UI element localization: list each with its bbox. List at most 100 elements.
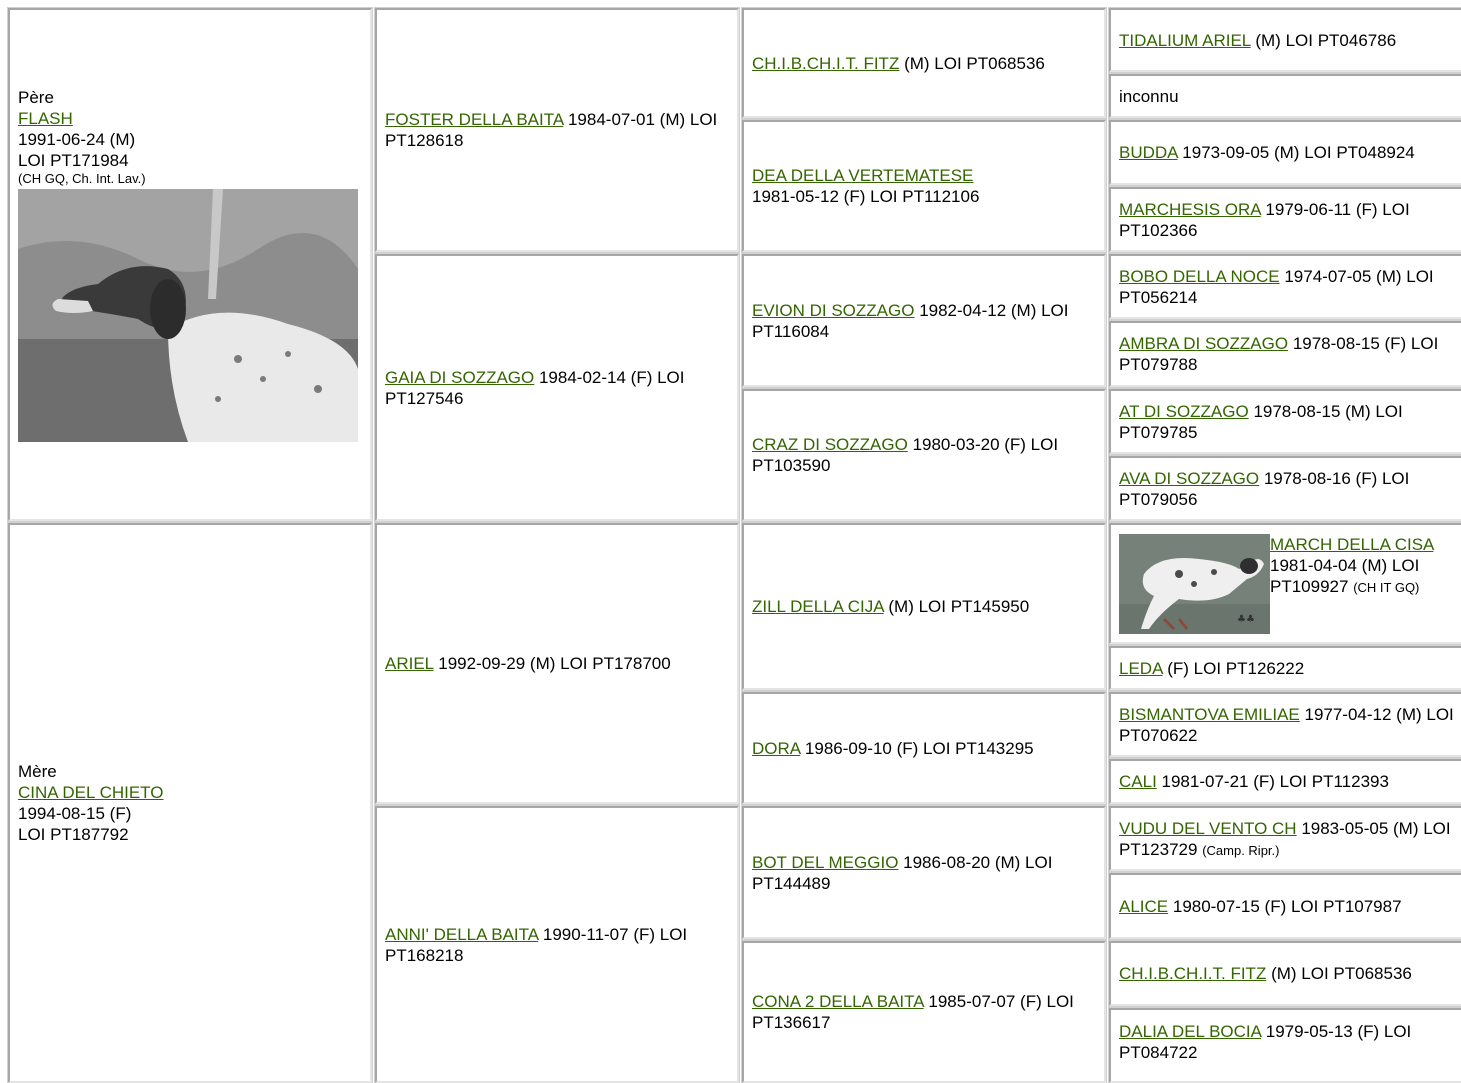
ancestor-cell: LEDA (F) LOI PT126222 (1108, 645, 1461, 691)
ancestor-details: 1977-04-12 (M) LOI PT070622 (1119, 704, 1454, 745)
great-grandparent-name-link[interactable]: ZILL DELLA CIJA (752, 597, 884, 616)
ancestor-cell: VUDU DEL VENTO CH 1983-05-05 (M) LOI PT1… (1108, 805, 1461, 872)
grandparent-details: 1984-07-01 (M) LOI PT128618 (385, 110, 718, 150)
grandparent-details: 1992-09-29 (M) LOI PT178700 (433, 654, 671, 673)
ancestor-unknown: inconnu (1119, 86, 1179, 106)
great-grandparent-details: 1980-03-20 (F) LOI PT103590 (752, 435, 1059, 475)
sire-name-link[interactable]: FLASH (18, 109, 73, 128)
ancestor-name-link[interactable]: AVA DI SOZZAGO (1119, 468, 1260, 488)
ancestor-details: 1981-04-04 (M) LOI PT109927 (1270, 556, 1420, 596)
great-grandparent-details: (M) LOI PT068536 (899, 53, 1045, 73)
ancestor-details: 1983-05-05 (M) LOI PT123729 (1119, 818, 1451, 859)
dog-photo-icon: ♣♣ (1119, 534, 1270, 634)
ancestor-details: 1978-08-15 (F) LOI PT079788 (1119, 334, 1439, 374)
sire-dog-photo (18, 189, 358, 442)
ancestor-name-link[interactable]: MARCH DELLA CISA (1270, 535, 1434, 554)
ancestor-details: 1979-06-11 (F) LOI PT102366 (1119, 199, 1410, 240)
ancestor-name-link[interactable]: ALICE (1119, 896, 1169, 916)
ancestor-cell: CH.I.B.CH.I.T. FITZ (M) LOI PT068536 (1108, 940, 1461, 1007)
ancestor-cell: BUDDA 1973-09-05 (M) LOI PT048924 (1108, 119, 1461, 186)
ancestor-cell: TIDALIUM ARIEL (M) LOI PT046786 (1108, 7, 1461, 73)
dam-cell: Mère CINA DEL CHIETO 1994-08-15 (F) LOI … (7, 522, 373, 1083)
ancestor-details: 1979-05-13 (F) LOI PT084722 (1119, 1022, 1412, 1062)
grandparent-cell: GAIA DI SOZZAGO 1984-02-14 (F) LOI PT127… (374, 253, 740, 522)
great-grandparent-cell: CRAZ DI SOZZAGO 1980-03-20 (F) LOI PT103… (741, 388, 1107, 522)
great-grandparent-name-link[interactable]: CONA 2 DELLA BAITA (752, 992, 924, 1011)
great-grandparent-cell: CONA 2 DELLA BAITA 1985-07-07 (F) LOI PT… (741, 940, 1107, 1083)
ancestor-name-link[interactable]: CH.I.B.CH.I.T. FITZ (1119, 964, 1267, 983)
grandparent-name-link[interactable]: GAIA DI SOZZAGO (385, 367, 535, 387)
great-grandparent-details: 1986-08-20 (M) LOI PT144489 (752, 852, 1053, 893)
ancestor-name-link[interactable]: DALIA DEL BOCIA (1119, 1022, 1262, 1041)
grandparent-cell: ARIEL 1992-09-29 (M) LOI PT178700 (374, 522, 740, 805)
dam-name-link[interactable]: CINA DEL CHIETO (18, 783, 164, 802)
ancestor-name-link[interactable]: LEDA (1119, 658, 1163, 678)
great-grandparent-details: 1981-05-12 (F) LOI PT112106 (752, 187, 980, 206)
great-grandparent-name-link[interactable]: BOT DEL MEGGIO (752, 852, 899, 872)
ancestor-name-link[interactable]: TIDALIUM ARIEL (1119, 30, 1251, 50)
grandparent-cell: ANNI' DELLA BAITA 1990-11-07 (F) LOI PT1… (374, 805, 740, 1083)
ancestor-cell: BISMANTOVA EMILIAE 1977-04-12 (M) LOI PT… (1108, 691, 1461, 758)
dam-date: 1994-08-15 (F) (18, 804, 132, 823)
ancestor-name-link[interactable]: VUDU DEL VENTO CH (1119, 818, 1297, 838)
sire-role-label: Père (18, 88, 54, 107)
ancestor-details: (F) LOI PT126222 (1162, 658, 1305, 678)
ancestor-name-link[interactable]: BOBO DELLA NOCE (1119, 266, 1280, 286)
ancestor-cell: AMBRA DI SOZZAGO 1978-08-15 (F) LOI PT07… (1108, 320, 1461, 388)
ancestor-cell: ♣♣ MARCH DELLA CISA 1981-04-04 (M) LOI P… (1108, 522, 1461, 645)
great-grandparent-name-link[interactable]: DORA (752, 738, 801, 758)
great-grandparent-cell: EVION DI SOZZAGO 1982-04-12 (M) LOI PT11… (741, 253, 1107, 388)
great-grandparent-details: (M) LOI PT145950 (883, 597, 1030, 616)
ancestor-dog-photo: ♣♣ (1119, 534, 1270, 634)
great-grandparent-name-link[interactable]: EVION DI SOZZAGO (752, 300, 915, 320)
dog-photo-icon (18, 189, 358, 442)
grandparent-name-link[interactable]: FOSTER DELLA BAITA (385, 110, 564, 129)
dam-role-label: Mère (18, 762, 57, 781)
grandparent-name-link[interactable]: ANNI' DELLA BAITA (385, 924, 539, 944)
ancestor-name-link[interactable]: BUDDA (1119, 143, 1178, 162)
ancestor-cell: inconnu (1108, 73, 1461, 119)
great-grandparent-cell: DEA DELLA VERTEMATESE 1981-05-12 (F) LOI… (741, 119, 1107, 253)
ancestor-cell: AT DI SOZZAGO 1978-08-15 (M) LOI PT07978… (1108, 388, 1461, 455)
great-grandparent-name-link[interactable]: CH.I.B.CH.I.T. FITZ (752, 53, 900, 73)
ancestor-name-link[interactable]: AT DI SOZZAGO (1119, 401, 1249, 421)
great-grandparent-cell: ZILL DELLA CIJA (M) LOI PT145950 (741, 522, 1107, 691)
ancestor-details: 1980-07-15 (F) LOI PT107987 (1168, 896, 1402, 916)
dam-loi: LOI PT187792 (18, 825, 129, 844)
ancestor-cell: AVA DI SOZZAGO 1978-08-16 (F) LOI PT0790… (1108, 455, 1461, 522)
ancestor-cell: CALI 1981-07-21 (F) LOI PT112393 (1108, 758, 1461, 805)
sire-titles: (CH GQ, Ch. Int. Lav.) (18, 171, 146, 186)
ancestor-name-link[interactable]: BISMANTOVA EMILIAE (1119, 704, 1300, 724)
ancestor-cell: ALICE 1980-07-15 (F) LOI PT107987 (1108, 872, 1461, 940)
ancestor-name-link[interactable]: MARCHESIS ORA (1119, 199, 1261, 219)
ancestor-details: 1974-07-05 (M) LOI PT056214 (1119, 266, 1434, 307)
great-grandparent-details: 1982-04-12 (M) LOI PT116084 (752, 300, 1069, 341)
great-grandparent-name-link[interactable]: DEA DELLA VERTEMATESE (752, 166, 974, 185)
ancestor-titles: (Camp. Ripr.) (1202, 842, 1280, 858)
ancestor-details: 1973-09-05 (M) LOI PT048924 (1177, 143, 1415, 162)
ancestor-name-link[interactable]: CALI (1119, 772, 1157, 791)
ancestor-cell: MARCHESIS ORA 1979-06-11 (F) LOI PT10236… (1108, 186, 1461, 253)
ancestor-details: (M) LOI PT068536 (1266, 964, 1412, 983)
ancestor-details: 1978-08-15 (M) LOI PT079785 (1119, 401, 1403, 442)
great-grandparent-details: 1985-07-07 (F) LOI PT136617 (752, 992, 1074, 1032)
ancestor-details: 1978-08-16 (F) LOI PT079056 (1119, 468, 1410, 509)
great-grandparent-cell: DORA 1986-09-10 (F) LOI PT143295 (741, 691, 1107, 805)
great-grandparent-name-link[interactable]: CRAZ DI SOZZAGO (752, 435, 908, 454)
sire-cell: Père FLASH 1991-06-24 (M) LOI PT171984 (… (7, 7, 373, 522)
great-grandparent-cell: BOT DEL MEGGIO 1986-08-20 (M) LOI PT1444… (741, 805, 1107, 940)
great-grandparent-cell: CH.I.B.CH.I.T. FITZ (M) LOI PT068536 (741, 7, 1107, 119)
grandparent-name-link[interactable]: ARIEL (385, 654, 434, 673)
ancestor-details: (M) LOI PT046786 (1250, 30, 1397, 50)
sire-date: 1991-06-24 (M) (18, 130, 136, 149)
ancestor-titles: (CH IT GQ) (1353, 580, 1420, 595)
grandparent-details: 1984-02-14 (F) LOI PT127546 (385, 367, 685, 408)
ancestor-cell: BOBO DELLA NOCE 1974-07-05 (M) LOI PT056… (1108, 253, 1461, 320)
sire-loi: LOI PT171984 (18, 151, 129, 170)
ancestor-details: 1981-07-21 (F) LOI PT112393 (1156, 772, 1389, 791)
ancestor-cell: DALIA DEL BOCIA 1979-05-13 (F) LOI PT084… (1108, 1007, 1461, 1083)
great-grandparent-details: 1986-09-10 (F) LOI PT143295 (800, 738, 1034, 758)
ancestor-name-link[interactable]: AMBRA DI SOZZAGO (1119, 334, 1289, 353)
grandparent-details: 1990-11-07 (F) LOI PT168218 (385, 924, 688, 965)
svg-text:♣♣: ♣♣ (1237, 614, 1255, 625)
